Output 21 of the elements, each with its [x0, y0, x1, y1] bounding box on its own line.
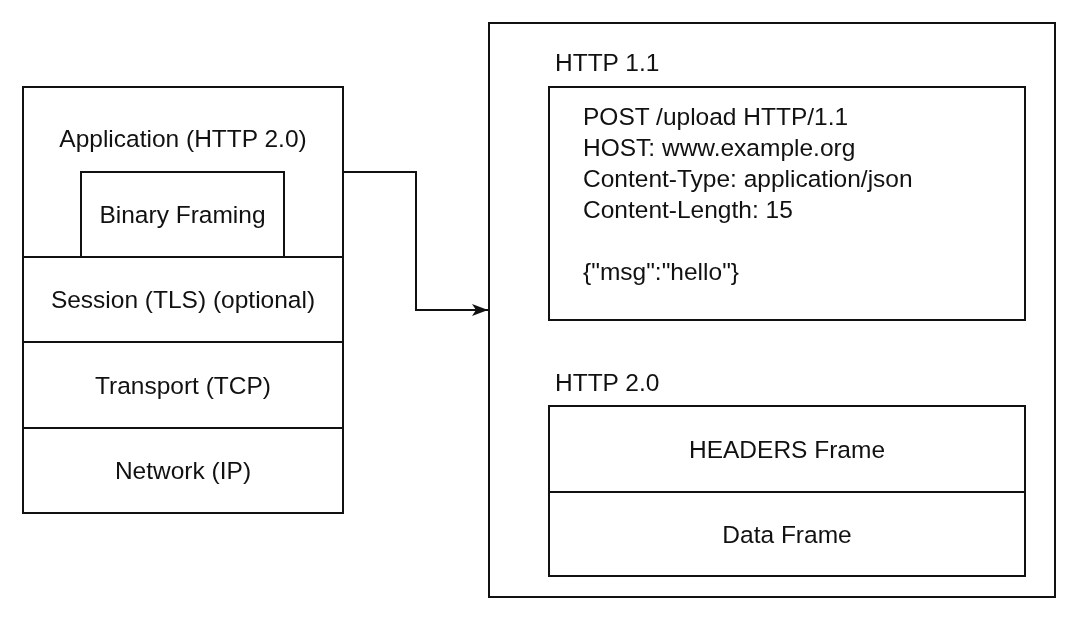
layer-label: Transport (TCP)	[94, 370, 272, 401]
header-line: Content-Length: 15	[583, 195, 793, 225]
connector-arrow	[343, 171, 489, 316]
box-heading: HTTP 2.0	[555, 368, 660, 398]
request-line: POST /upload HTTP/1.1	[583, 102, 849, 132]
body-line: {"msg":"hello"}	[583, 257, 739, 287]
header-line: HOST: www.example.org	[583, 133, 856, 163]
framing-box	[80, 171, 285, 258]
container-box	[488, 22, 1056, 598]
protocol-layer-box	[22, 341, 344, 429]
layer-label: Network (IP)	[114, 456, 252, 486]
frame-label: Data Frame	[722, 519, 852, 550]
protocol-layer-box	[22, 86, 344, 258]
frame-label: HEADERS Frame	[688, 434, 885, 465]
protocol-layer-box	[22, 427, 344, 514]
layer-label: Application (HTTP 2.0)	[59, 124, 307, 154]
box-heading: HTTP 1.1	[555, 48, 660, 78]
header-line: Content-Type: application/json	[583, 164, 913, 194]
framing-label: Binary Framing	[99, 200, 266, 230]
layer-label: Session (TLS) (optional)	[50, 285, 316, 315]
protocol-layer-box	[22, 256, 344, 343]
